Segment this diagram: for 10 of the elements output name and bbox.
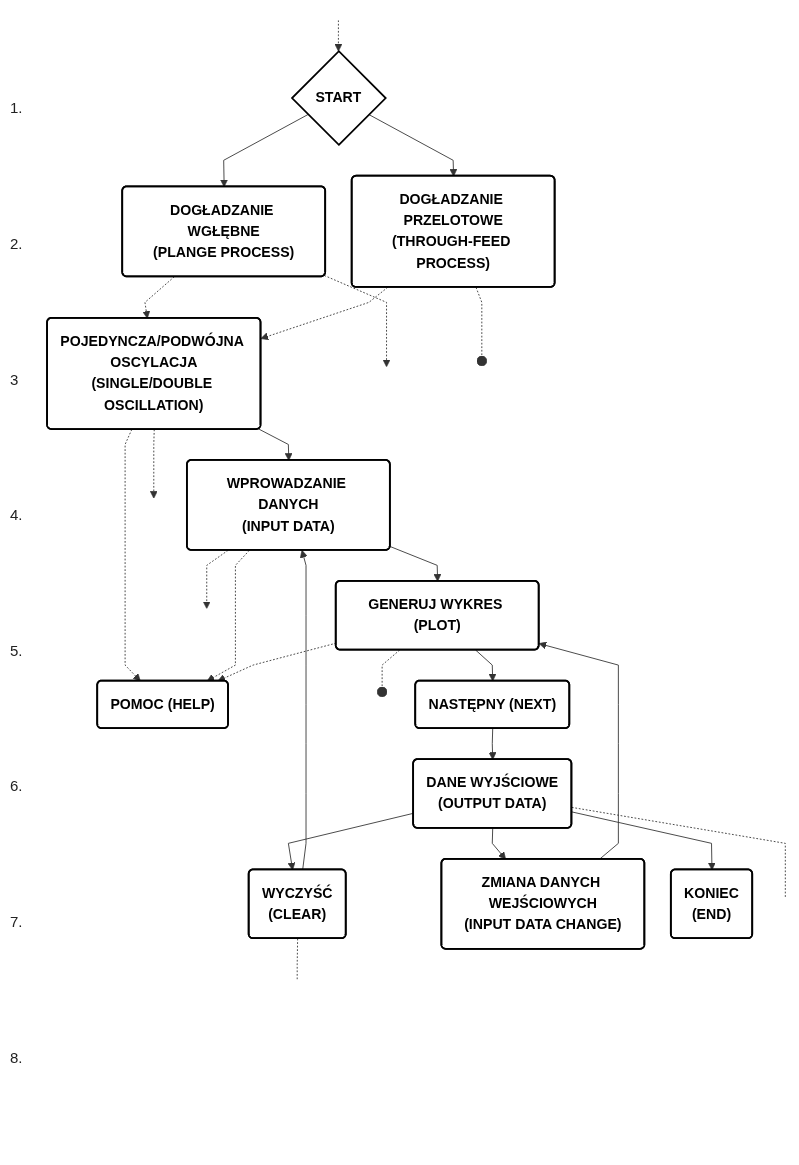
step-number: 5. [10, 641, 24, 659]
step-number: 1. [10, 99, 24, 117]
connector [296, 938, 299, 981]
node-diamond: START [290, 49, 387, 147]
step-number: 7. [10, 913, 24, 931]
step-number: 6. [10, 777, 24, 795]
step-number: 3 [10, 370, 20, 388]
step-number: 2. [10, 234, 24, 252]
step-number: 4. [10, 506, 24, 524]
step-number: 8. [10, 1048, 24, 1066]
